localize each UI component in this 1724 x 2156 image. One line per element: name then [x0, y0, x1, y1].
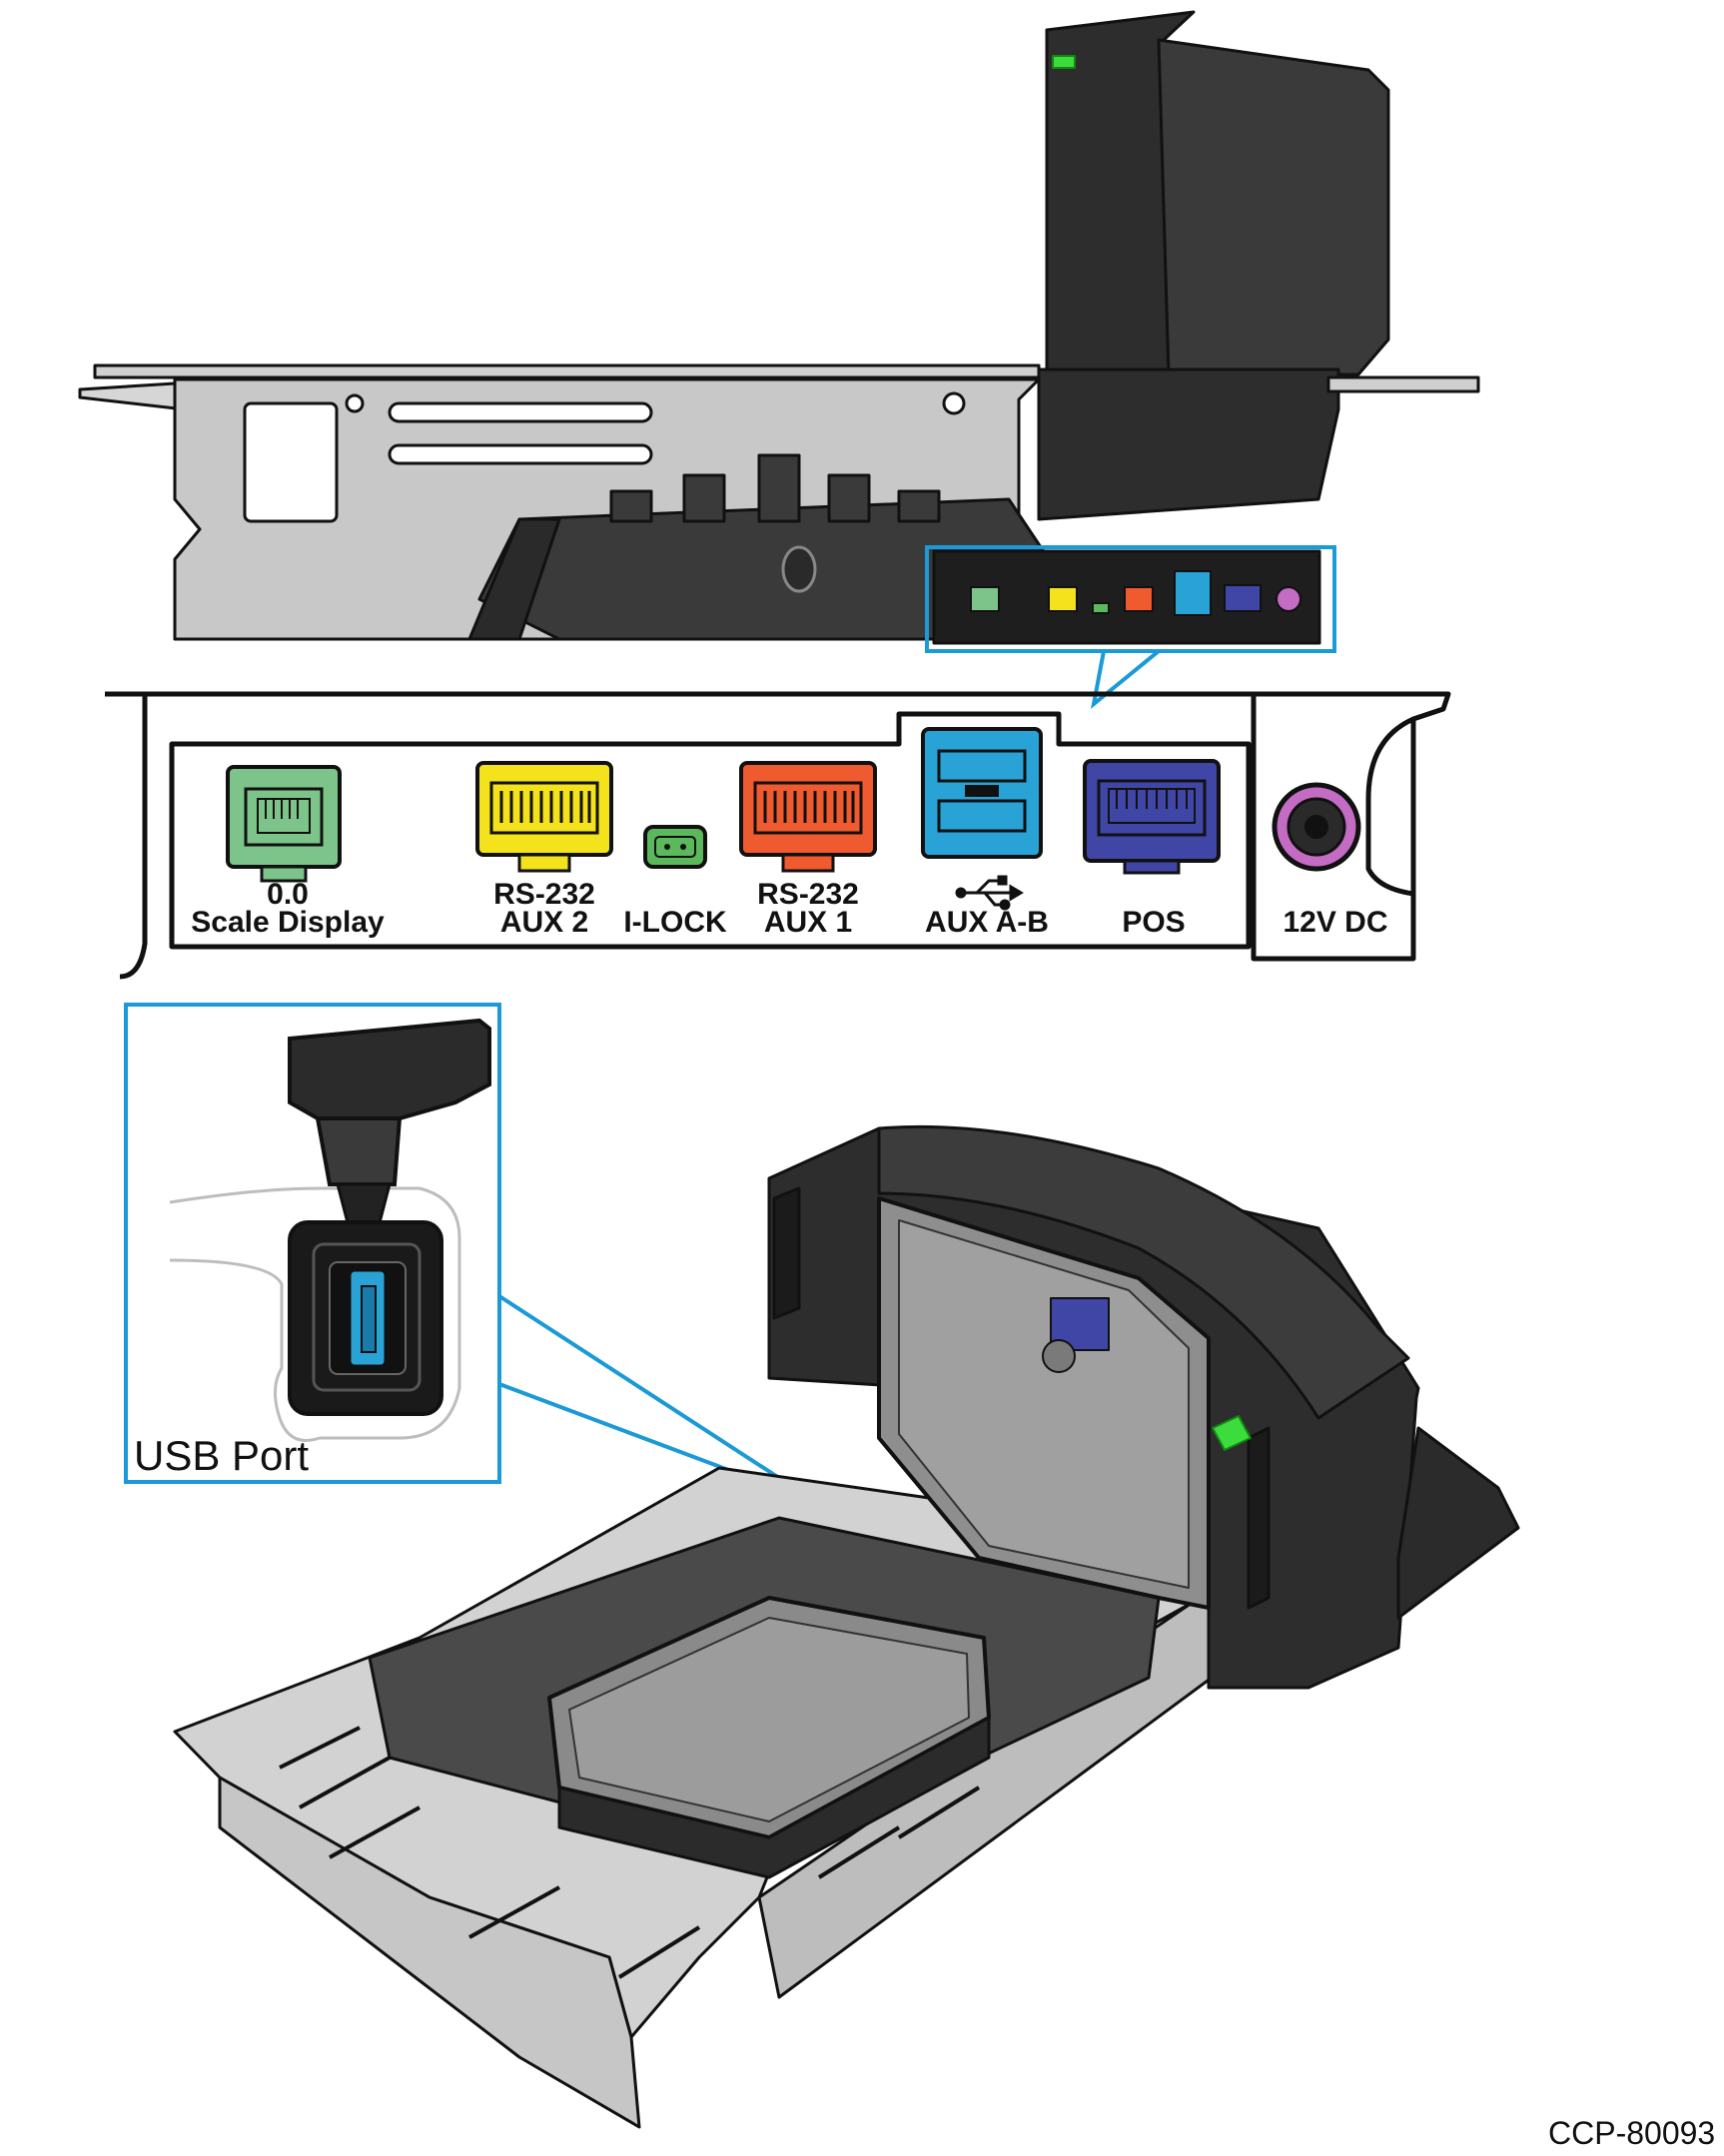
power-port [1272, 782, 1361, 872]
pos-label-line1: POS [1122, 906, 1186, 939]
document-id: CCP-80093 [1548, 2115, 1716, 2151]
aux-ab-label-line1: AUX A-B [925, 906, 1049, 939]
power-label-line1: 12V DC [1283, 906, 1388, 939]
usb-callout [124, 1003, 821, 1506]
usb-icon [955, 875, 1024, 911]
rs232-aux2-label: RS-232 AUX 2 [459, 878, 629, 939]
connector-panel [105, 691, 1451, 980]
scale-display-label: 0.0 Scale Display [188, 878, 388, 939]
rs232-aux1-port [739, 761, 877, 873]
power-label: 12V DC [1261, 906, 1410, 939]
aux-ab-label: AUX A-B [907, 906, 1067, 939]
scale-display-label-line2: Scale Display [191, 906, 385, 939]
scanner-isometric-view [173, 1124, 1520, 2129]
pos-port [1083, 759, 1221, 875]
rs232-aux1-label: RS-232 AUX 1 [723, 878, 893, 939]
rs232-aux2-label-line2: AUX 2 [499, 906, 589, 939]
scanner-side-view [78, 10, 1480, 645]
scale-display-label-line1: 0.0 [267, 878, 309, 911]
rs232-aux1-label-line1: RS-232 [757, 878, 859, 911]
scale-display-port [226, 765, 342, 883]
rs232-aux1-label-line2: AUX 1 [763, 906, 853, 939]
rear-panel-ports [970, 570, 1301, 616]
ilock-port [643, 825, 707, 869]
rs232-aux2-port [475, 761, 613, 873]
ilock-label-line1: I-LOCK [623, 906, 727, 939]
ilock-label: I-LOCK [615, 906, 735, 939]
rear-panel-callout [925, 545, 1336, 710]
rs232-aux2-label-line1: RS-232 [493, 878, 595, 911]
pos-label: POS [1099, 906, 1209, 939]
aux-ab-usb-port [921, 727, 1043, 859]
usb-port-label: USB Port [134, 1432, 310, 1479]
